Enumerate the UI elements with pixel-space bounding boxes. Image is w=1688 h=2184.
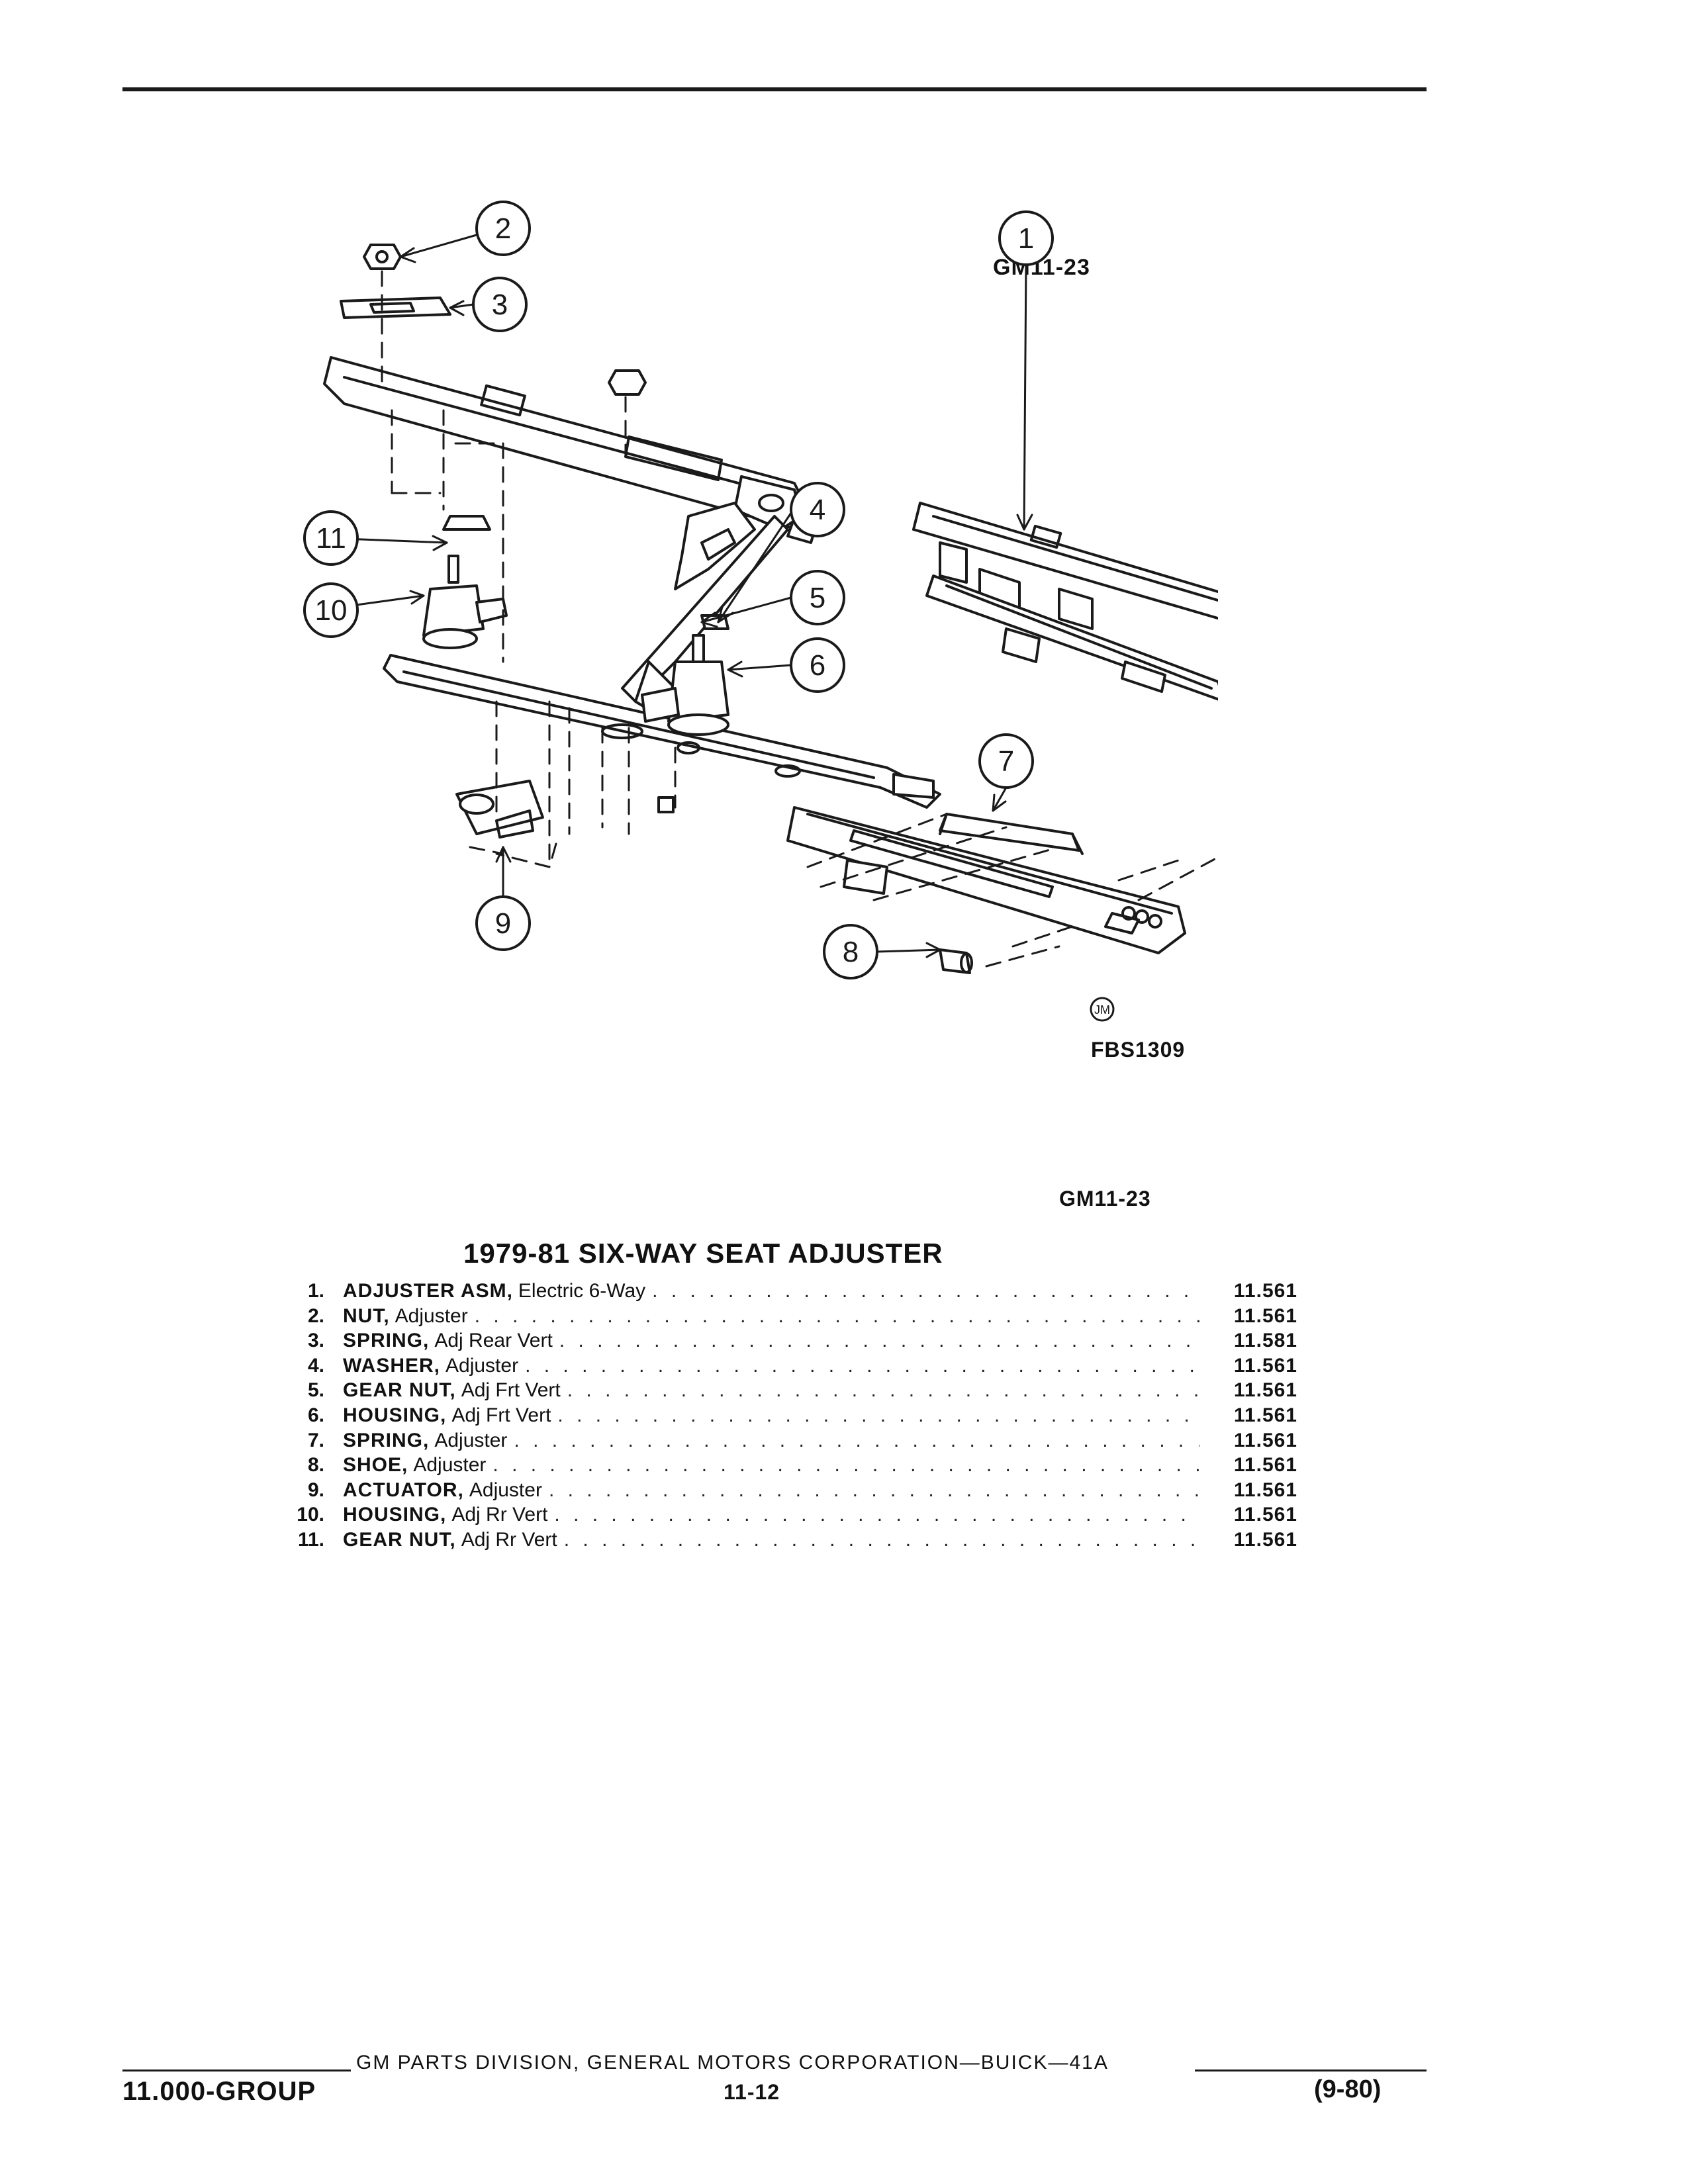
list-item: 4. WASHER, Adjuster . . . . . . . . . . … — [265, 1353, 1297, 1379]
footer-rule-right — [1195, 2070, 1427, 2071]
part-number: 4. — [307, 1354, 324, 1377]
list-item: 5. GEAR NUT, Adj Frt Vert . . . . . . . … — [265, 1378, 1297, 1403]
revision-date: (9-80) — [1314, 2075, 1382, 2103]
callout-7: 7 — [998, 745, 1014, 778]
list-item: 8. SHOE, Adjuster . . . . . . . . . . . … — [265, 1453, 1297, 1478]
part-description: Adjuster — [434, 1429, 508, 1451]
list-item: 7. SPRING, Adjuster . . . . . . . . . . … — [265, 1428, 1297, 1453]
part-description: Electric 6-Way — [518, 1280, 646, 1302]
part-number: 1. — [307, 1280, 324, 1302]
callout-10: 10 — [315, 594, 348, 627]
group-number: 11.561 — [1233, 1404, 1297, 1426]
figure-code: FBS1309 — [1091, 1038, 1186, 1062]
seat-adjuster-exploded-view: 2 3 1 4 5 6 7 8 9 10 11 JM — [303, 201, 1218, 1022]
callout-3: 3 — [492, 289, 508, 321]
callout-1: 1 — [1018, 222, 1034, 255]
group-number: 11.561 — [1233, 1504, 1297, 1526]
dot-leader: . . . . . . . . . . . . . . . . . . . . … — [548, 1479, 1199, 1501]
callout-9: 9 — [495, 907, 511, 940]
group-number: 11.561 — [1233, 1479, 1297, 1501]
part-name: GEAR NUT, — [343, 1528, 456, 1551]
part-name: HOUSING, — [343, 1404, 447, 1426]
callout-11: 11 — [316, 522, 346, 555]
part-number: 9. — [307, 1479, 324, 1501]
part-description: Adj Rr Vert — [461, 1528, 557, 1551]
part-number: 3. — [307, 1330, 324, 1352]
part-number: 2. — [307, 1304, 324, 1327]
list-item: 10. HOUSING, Adj Rr Vert . . . . . . . .… — [265, 1502, 1297, 1527]
list-item: 11. GEAR NUT, Adj Rr Vert . . . . . . . … — [265, 1527, 1297, 1553]
group-number: 11.581 — [1233, 1330, 1297, 1352]
part-number: 6. — [307, 1404, 324, 1426]
part-description: Adj Rr Vert — [451, 1504, 548, 1526]
page-number: 11-12 — [724, 2080, 780, 2104]
list-item: 9. ACTUATOR, Adjuster . . . . . . . . . … — [265, 1478, 1297, 1503]
top-rule — [122, 87, 1427, 91]
part-number: 10. — [297, 1504, 324, 1526]
group-number: 11.561 — [1233, 1354, 1297, 1377]
dot-leader: . . . . . . . . . . . . . . . . . . . . … — [492, 1454, 1199, 1477]
part-name: ACTUATOR, — [343, 1479, 464, 1501]
part-description: Adj Frt Vert — [461, 1379, 561, 1402]
callout-6: 6 — [810, 649, 825, 682]
dot-leader: . . . . . . . . . . . . . . . . . . . . … — [652, 1280, 1199, 1302]
part-name: SPRING, — [343, 1429, 430, 1451]
dot-leader: . . . . . . . . . . . . . . . . . . . . … — [563, 1528, 1199, 1551]
callout-5: 5 — [810, 582, 825, 614]
part-name: SPRING, — [343, 1330, 430, 1352]
part-description: Adjuster — [445, 1354, 519, 1377]
part-description: Adjuster — [413, 1454, 487, 1477]
list-item: 3. SPRING, Adj Rear Vert . . . . . . . .… — [265, 1328, 1297, 1353]
dot-leader: . . . . . . . . . . . . . . . . . . . . … — [514, 1429, 1199, 1451]
dot-leader: . . . . . . . . . . . . . . . . . . . . … — [525, 1354, 1199, 1377]
dot-leader: . . . . . . . . . . . . . . . . . . . . … — [554, 1504, 1199, 1526]
group-label: 11.000-GROUP — [122, 2077, 316, 2106]
part-number: 8. — [307, 1454, 324, 1477]
callout-2: 2 — [495, 212, 511, 245]
list-item: 6. HOUSING, Adj Frt Vert . . . . . . . .… — [265, 1403, 1297, 1428]
section-title: 1979-81 SIX-WAY SEAT ADJUSTER — [463, 1238, 943, 1269]
callout-8: 8 — [843, 936, 859, 968]
parts-list: 1. ADJUSTER ASM, Electric 6-Way . . . . … — [265, 1279, 1297, 1553]
dot-leader: . . . . . . . . . . . . . . . . . . . . … — [567, 1379, 1199, 1402]
dot-leader: . . . . . . . . . . . . . . . . . . . . … — [557, 1404, 1199, 1426]
jm-mark: JM — [1094, 1003, 1110, 1017]
part-name: HOUSING, — [343, 1504, 447, 1526]
part-name: GEAR NUT, — [343, 1379, 456, 1402]
group-number: 11.561 — [1233, 1379, 1297, 1402]
dot-leader: . . . . . . . . . . . . . . . . . . . . … — [474, 1304, 1199, 1327]
part-number: 7. — [307, 1429, 324, 1451]
part-number: 11. — [297, 1528, 324, 1551]
part-description: Adj Frt Vert — [451, 1404, 551, 1426]
part-description: Adjuster — [469, 1479, 542, 1501]
part-name: ADJUSTER ASM, — [343, 1280, 513, 1302]
part-name: SHOE, — [343, 1454, 408, 1477]
group-number: 11.561 — [1233, 1528, 1297, 1551]
publisher-line: GM PARTS DIVISION, GENERAL MOTORS CORPOR… — [356, 2052, 1109, 2073]
group-number: 11.561 — [1233, 1280, 1297, 1302]
group-number: 11.561 — [1233, 1454, 1297, 1477]
figure-id-bottom: GM11-23 — [1059, 1187, 1151, 1210]
list-item: 2. NUT, Adjuster . . . . . . . . . . . .… — [265, 1304, 1297, 1329]
part-description: Adjuster — [395, 1304, 468, 1327]
part-name: WASHER, — [343, 1354, 441, 1377]
part-description: Adj Rear Vert — [434, 1330, 553, 1352]
footer-rule-left — [122, 2070, 351, 2071]
group-number: 11.561 — [1233, 1429, 1297, 1451]
part-name: NUT, — [343, 1304, 390, 1327]
dot-leader: . . . . . . . . . . . . . . . . . . . . … — [559, 1330, 1199, 1352]
list-item: 1. ADJUSTER ASM, Electric 6-Way . . . . … — [265, 1279, 1297, 1304]
callout-4: 4 — [810, 494, 825, 526]
group-number: 11.561 — [1233, 1304, 1297, 1327]
part-number: 5. — [307, 1379, 324, 1402]
